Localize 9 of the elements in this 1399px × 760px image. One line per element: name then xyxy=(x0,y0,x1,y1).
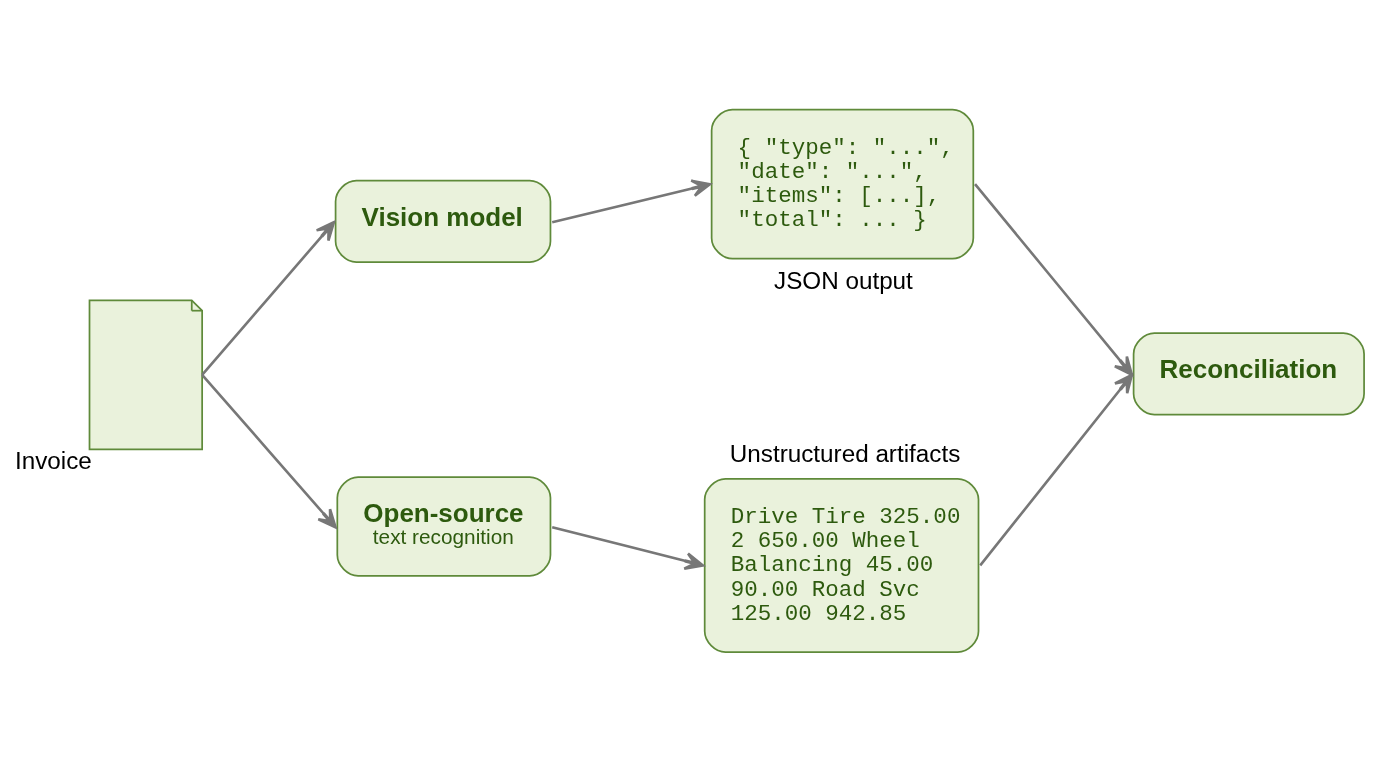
node-label: JSON output xyxy=(774,266,913,294)
arrow xyxy=(201,221,336,376)
arrow xyxy=(974,183,1134,377)
arrow xyxy=(979,373,1134,567)
arrow xyxy=(551,526,705,571)
arrow xyxy=(551,179,712,224)
node-label: Unstructured artifacts xyxy=(729,439,961,467)
node-label: Invoice xyxy=(14,446,92,474)
arrow xyxy=(201,373,337,529)
